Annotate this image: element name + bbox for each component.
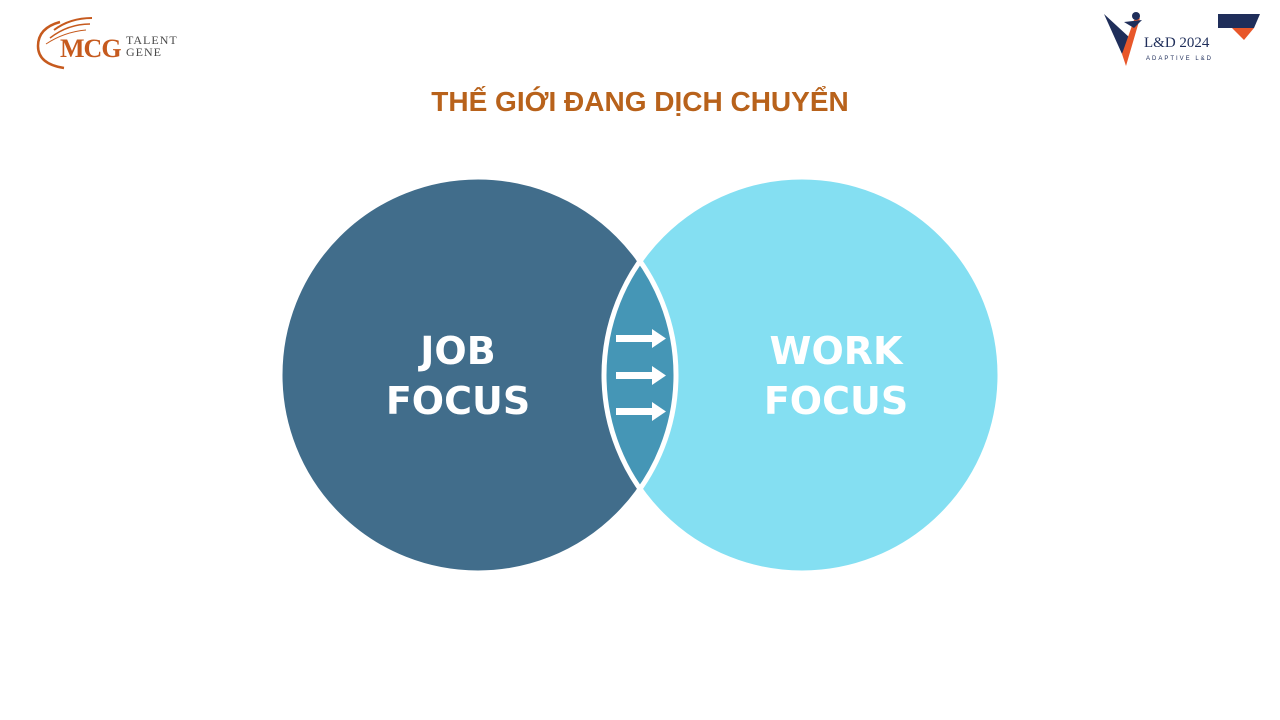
logo-name-text: L&D 2024 bbox=[1144, 35, 1210, 51]
logo-line2-text: GENE bbox=[126, 45, 162, 59]
logo-brand-text: MCG bbox=[60, 34, 122, 63]
right-arrow-icon bbox=[616, 402, 666, 421]
ld-mark-icon bbox=[1104, 12, 1260, 66]
page-title: THẾ GIỚI ĐANG DỊCH CHUYỂN bbox=[431, 86, 849, 117]
right-circle bbox=[604, 177, 1000, 573]
job-focus-line2: FOCUS bbox=[385, 379, 531, 423]
work-focus-line2: FOCUS bbox=[763, 379, 909, 423]
job-focus-label: JOB FOCUS bbox=[338, 326, 578, 426]
logo-line1-text: TALENT bbox=[126, 33, 178, 47]
left-circle bbox=[280, 177, 676, 573]
logo-tagline-text: ADAPTIVE L&D bbox=[1146, 56, 1214, 62]
job-focus-line1: JOB bbox=[420, 329, 496, 373]
work-focus-line1: WORK bbox=[769, 329, 903, 373]
ld-2024-logo: L&D 2024 ADAPTIVE L&D bbox=[1100, 10, 1265, 72]
swoosh-icon bbox=[36, 17, 93, 70]
work-focus-label: WORK FOCUS bbox=[716, 326, 956, 426]
right-arrow-icon bbox=[616, 366, 666, 385]
mcg-talent-gene-logo: MCG TALENT GENE bbox=[30, 12, 190, 70]
right-arrow-icon bbox=[616, 329, 666, 348]
